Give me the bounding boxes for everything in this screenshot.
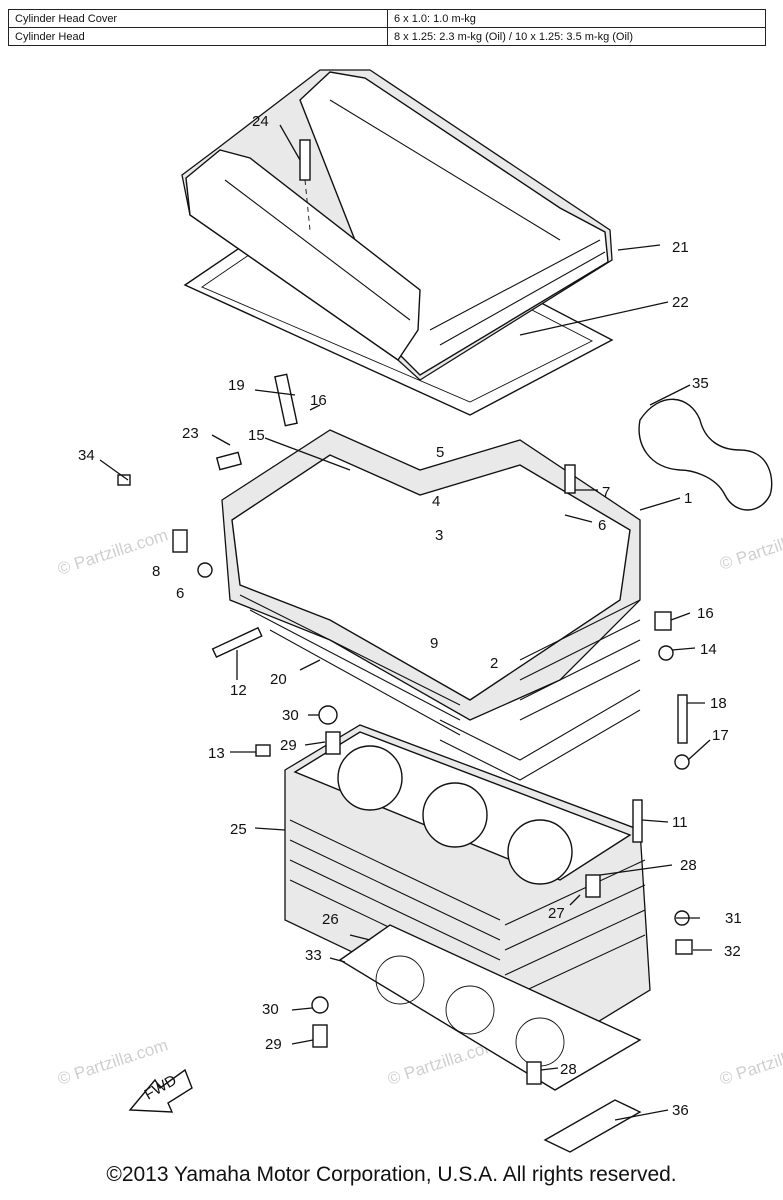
watermark-text: © Partzilla.com — [55, 1035, 170, 1088]
callout-6b: 6 — [598, 517, 606, 534]
part-34 — [117, 474, 131, 486]
part-32-nut — [675, 939, 693, 955]
callout-9: 9 — [430, 635, 438, 652]
callout-25: 25 — [230, 821, 247, 838]
callout-20: 20 — [270, 671, 287, 688]
part-28b-dowel — [526, 1061, 542, 1085]
part-30b-oring — [311, 996, 329, 1014]
fwd-arrow-icon: FWD — [128, 1068, 193, 1113]
callout-1: 1 — [684, 490, 692, 507]
callout-21: 21 — [672, 239, 689, 256]
cylinder-head-cover-part — [181, 69, 613, 381]
callout-29a: 29 — [280, 737, 297, 754]
callout-33: 33 — [305, 947, 322, 964]
part-17-washer — [674, 754, 690, 770]
callout-11: 11 — [672, 814, 688, 831]
callout-36: 36 — [672, 1102, 689, 1119]
callout-32: 32 — [724, 943, 741, 960]
torque-part-name: Cylinder Head Cover — [8, 9, 388, 28]
exploded-parts-diagram: © Partzilla.com © Partzilla.com © Partzi… — [55, 69, 783, 1153]
stud-11-part — [632, 799, 643, 843]
callout-31: 31 — [725, 910, 742, 927]
callout-17: 17 — [712, 727, 729, 744]
watermark-text: © Partzilla.com — [717, 520, 783, 573]
intake-gasket-35-part — [638, 398, 773, 511]
torque-part-name: Cylinder Head — [8, 27, 388, 46]
callout-29b: 29 — [265, 1036, 282, 1053]
cylinder-block-part — [284, 724, 651, 1046]
callout-23: 23 — [182, 425, 199, 442]
callout-12: 12 — [230, 682, 247, 699]
callout-28b: 28 — [560, 1061, 577, 1078]
torque-spec-value: 8 x 1.25: 2.3 m-kg (Oil) / 10 x 1.25: 3.… — [387, 27, 766, 46]
callout-16a: 16 — [310, 392, 327, 409]
base-gasket-part — [338, 924, 642, 1091]
callout-13: 13 — [208, 745, 225, 762]
callout-labels: 21 22 35 19 16 23 24 34 15 5 4 3 7 6 1 8… — [78, 113, 742, 1119]
stud-12-part — [211, 626, 263, 659]
part-8 — [172, 529, 188, 553]
bolt-18-part — [677, 694, 688, 744]
part-6-washer — [197, 562, 213, 578]
torque-spec-value: 6 x 1.0: 1.0 m-kg — [387, 9, 766, 28]
callout-leaders — [99, 124, 712, 1121]
torque-row: Cylinder Head Cover 6 x 1.0: 1.0 m-kg — [8, 9, 766, 28]
callout-3: 3 — [435, 527, 443, 544]
callout-7: 7 — [602, 484, 610, 501]
callout-34: 34 — [78, 447, 95, 464]
callout-30b: 30 — [262, 1001, 279, 1018]
callout-30a: 30 — [282, 707, 299, 724]
callout-18: 18 — [710, 695, 727, 712]
part-16-cap — [654, 611, 672, 631]
cover-bolt-24-part — [299, 139, 311, 181]
callout-22: 22 — [672, 294, 689, 311]
part-29b-dowel — [312, 1024, 328, 1048]
callout-15: 15 — [248, 427, 265, 444]
callout-6a: 6 — [176, 585, 184, 602]
callout-19: 19 — [228, 377, 245, 394]
torque-spec-table: Cylinder Head Cover 6 x 1.0: 1.0 m-kg Cy… — [8, 9, 766, 46]
part-7 — [564, 464, 576, 494]
torque-row: Cylinder Head 8 x 1.25: 2.3 m-kg (Oil) /… — [8, 27, 766, 46]
cylinder-head-part — [221, 429, 641, 781]
copyright-notice: ©2013 Yamaha Motor Corporation, U.S.A. A… — [106, 1163, 677, 1186]
part-28a-dowel — [585, 874, 601, 898]
callout-26: 26 — [322, 911, 339, 928]
watermark-text: © Partzilla.com — [717, 1035, 783, 1088]
callout-16b: 16 — [697, 605, 714, 622]
spark-plug-part — [274, 373, 298, 427]
callout-24: 24 — [252, 113, 269, 130]
callout-2: 2 — [490, 655, 498, 672]
part-13 — [255, 744, 271, 757]
part-23 — [215, 451, 243, 471]
callout-8: 8 — [152, 563, 160, 580]
callout-27: 27 — [548, 905, 565, 922]
part-14-washer — [658, 645, 674, 661]
callout-35: 35 — [692, 375, 709, 392]
callout-28a: 28 — [680, 857, 697, 874]
part-29a-dowel — [325, 731, 341, 755]
callout-14: 14 — [700, 641, 717, 658]
part-30a-oring — [318, 705, 338, 725]
callout-5: 5 — [436, 444, 444, 461]
gasket-36-part — [543, 1099, 642, 1153]
callout-4: 4 — [432, 493, 440, 510]
